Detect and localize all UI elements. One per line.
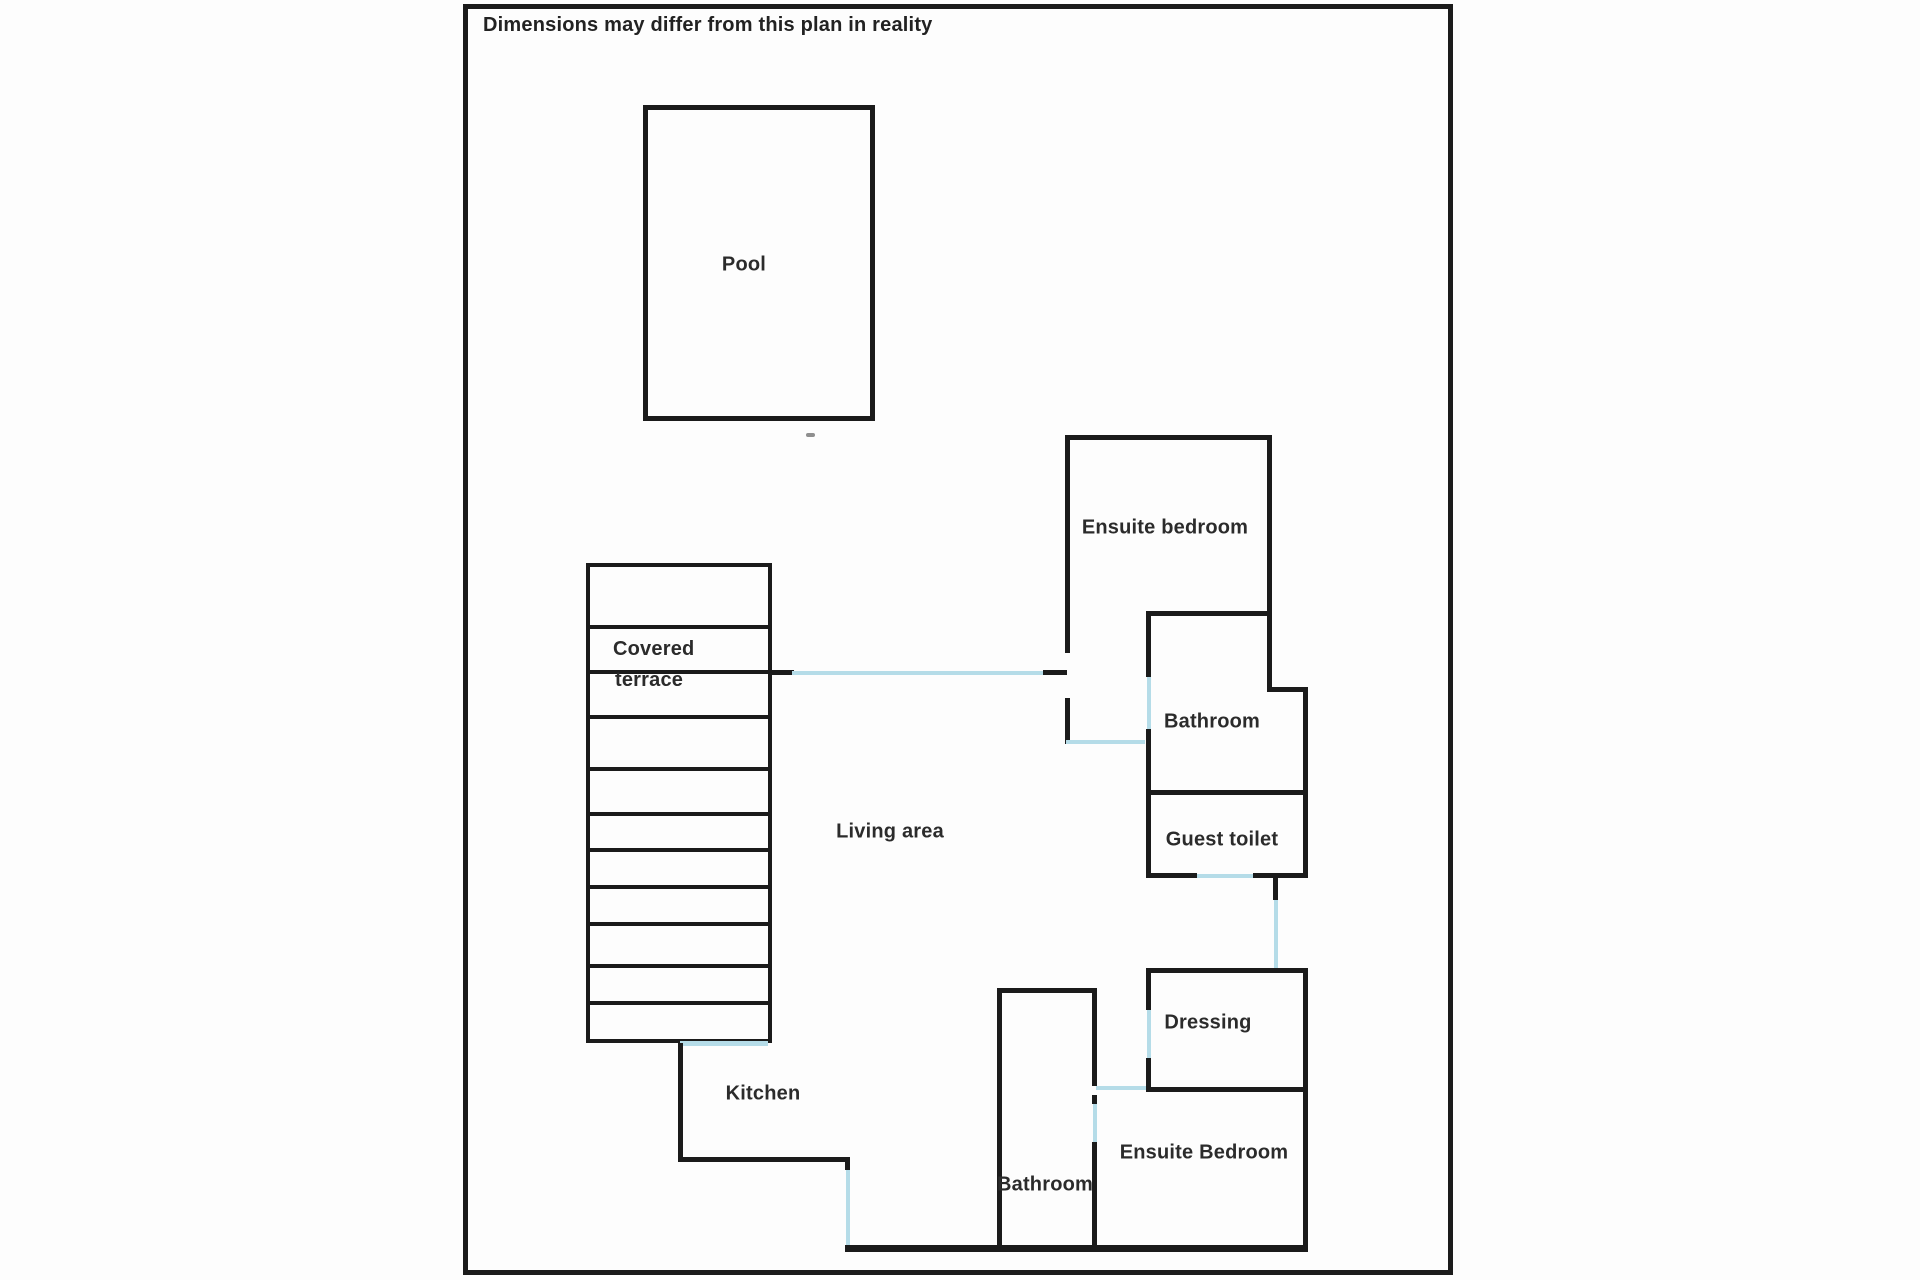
bedroom-step-wall [1267, 687, 1308, 692]
dressing-door [1147, 1010, 1151, 1058]
bathroom-top-label: Bathroom [1163, 710, 1261, 733]
corridor-window [792, 671, 1045, 675]
kitchen-label: Kitchen [725, 1082, 801, 1105]
guest-toilet-divider-wall [1146, 790, 1308, 795]
house-bottom-wall [845, 1245, 1308, 1252]
dressing-bottom-wall [1146, 1087, 1308, 1092]
dressing-top-wall [1146, 968, 1308, 973]
terrace-door [680, 1041, 768, 1046]
bedroom-left-wall [1065, 698, 1070, 744]
bathroom2-left-wall [997, 988, 1002, 1251]
terrace-slat [586, 812, 772, 816]
corridor-wall [772, 670, 794, 675]
guest-toilet-bottom-wall [1253, 873, 1308, 878]
plan-disclaimer: Dimensions may differ from this plan in … [483, 14, 933, 36]
bathroom2-right-wall [1092, 1095, 1097, 1104]
dressing-label: Dressing [1164, 1011, 1252, 1034]
hall-door [1096, 1086, 1146, 1090]
bathroom-top-wall [1146, 611, 1272, 616]
bathroom-door [1147, 677, 1151, 729]
guest-toilet-door [1197, 874, 1253, 878]
terrace-slat [586, 848, 772, 852]
dressing-right-wall [1303, 968, 1308, 1252]
terrace-slat [586, 885, 772, 889]
terrace-slat [586, 964, 772, 968]
bathroom-left-wall [1146, 729, 1151, 878]
bathroom-right-wall [1303, 687, 1308, 878]
terrace-slat [586, 625, 772, 629]
dressing-left-wall [1146, 968, 1151, 1010]
guest-toilet-bottom-wall [1146, 873, 1197, 878]
terrace-slat [586, 1001, 772, 1005]
bedroom-left-wall [1065, 435, 1070, 653]
terrace-label-line1: Covered [613, 638, 695, 660]
kitchen-left-wall [678, 1043, 683, 1162]
terrace-slat [586, 922, 772, 926]
bathroom2-door [1093, 1104, 1097, 1142]
pool-label: Pool [721, 253, 767, 276]
passage-wall [1273, 878, 1278, 900]
bathroom-left-wall [1146, 611, 1151, 677]
kitchen-door [846, 1170, 850, 1245]
passage-door [1274, 900, 1278, 968]
dressing-left-wall [1146, 1058, 1151, 1092]
ensuite-bedroom-top-label: Ensuite bedroom [1081, 516, 1249, 539]
living-area-label: Living area [836, 820, 944, 843]
terrace-slat [586, 715, 772, 719]
pool-outline [643, 105, 875, 421]
bedroom-right-wall [1267, 435, 1272, 692]
terrace-label-line2: terrace [615, 669, 684, 691]
plan-border [463, 4, 1453, 1275]
guest-toilet-label: Guest toilet [1165, 828, 1279, 851]
terrace-slat [586, 670, 772, 674]
bathroom2-right-wall [1092, 1142, 1097, 1251]
corridor-wall [1043, 670, 1067, 675]
kitchen-bottom-wall [678, 1157, 850, 1162]
kitchen-corner-wall [845, 1157, 850, 1170]
terrace-outline [586, 563, 772, 1043]
ensuite-bedroom-bottom-label: Ensuite Bedroom [1119, 1141, 1289, 1164]
bathroom2-top-wall [997, 988, 1097, 993]
bedroom-entry-door [1066, 740, 1145, 744]
bathroom2-right-wall [1092, 988, 1097, 1086]
bedroom-top-wall [1065, 435, 1272, 440]
bathroom-bottom-label: Bathroom [996, 1173, 1094, 1196]
terrace-slat [586, 767, 772, 771]
pool-artifact-dot [806, 433, 815, 437]
